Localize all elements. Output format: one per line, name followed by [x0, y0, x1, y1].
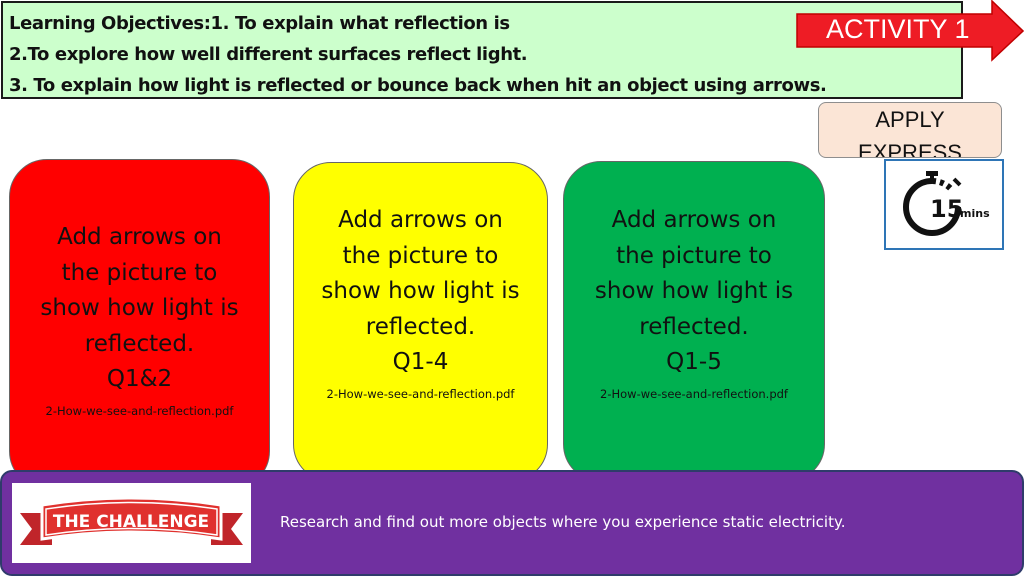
- card-questions: Q1-4: [392, 349, 449, 375]
- objective-line-3: 3. To explain how light is reflected or …: [9, 75, 827, 96]
- activity-arrow-badge: ACTIVITY 1: [796, 0, 1024, 62]
- task-card-red: Add arrows on the picture to show how li…: [9, 159, 270, 489]
- card-line: the picture to: [616, 242, 772, 269]
- objective-line-2: 2.To explore how well different surfaces…: [9, 44, 528, 65]
- task-card-green: Add arrows on the picture to show how li…: [563, 161, 825, 482]
- pdf-link[interactable]: 2-How-we-see-and-reflection.pdf: [45, 403, 234, 418]
- stopwatch-icon: 15 mins: [903, 171, 990, 236]
- card-line: reflected.: [639, 313, 749, 340]
- activity-label: ACTIVITY 1: [826, 14, 970, 44]
- challenge-text: Research and find out more objects where…: [280, 513, 846, 531]
- card-line: Add arrows on: [338, 207, 503, 233]
- card-line: reflected.: [365, 313, 476, 340]
- challenge-badge-text: THE CHALLENGE: [53, 512, 209, 532]
- card-questions: Q1-5: [666, 349, 722, 375]
- express-label: EXPRESS: [858, 140, 962, 158]
- card-line: the picture to: [342, 242, 499, 269]
- card-line: show how light is: [40, 295, 239, 321]
- timer-unit: mins: [960, 207, 990, 220]
- timer-15-mins: 15 mins: [884, 159, 1004, 250]
- card-line: show how light is: [321, 278, 520, 304]
- card-line: Add arrows on: [57, 224, 222, 250]
- timer-number: 15: [930, 195, 963, 223]
- challenge-bar: THE CHALLENGE Research and find out more…: [0, 470, 1024, 576]
- challenge-banner-image: THE CHALLENGE: [12, 483, 251, 563]
- apply-label: APPLY: [875, 107, 945, 132]
- task-card-yellow: Add arrows on the picture to show how li…: [293, 162, 548, 482]
- card-line: Add arrows on: [611, 207, 777, 233]
- pdf-link[interactable]: 2-How-we-see-and-reflection.pdf: [326, 386, 515, 401]
- card-questions: Q1&2: [106, 366, 173, 392]
- card-line: reflected.: [84, 330, 195, 357]
- apply-express-box: APPLY EXPRESS: [818, 102, 1002, 158]
- challenge-banner-icon: THE CHALLENGE: [20, 496, 243, 545]
- pdf-link[interactable]: 2-How-we-see-and-reflection.pdf: [600, 386, 788, 401]
- right-arrow-icon: [796, 0, 1024, 62]
- card-line: the picture to: [61, 259, 218, 286]
- card-line: show how light is: [594, 278, 794, 304]
- objective-line-1: Learning Objectives:1. To explain what r…: [9, 13, 510, 34]
